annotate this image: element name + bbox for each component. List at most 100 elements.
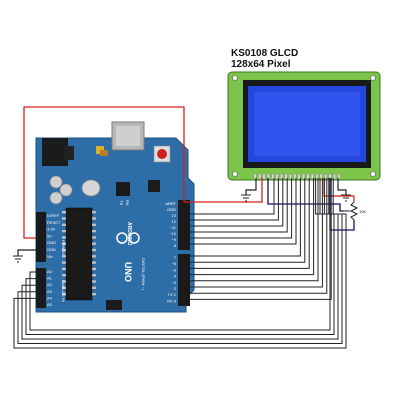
digital-label: DIGITAL (PWM ~) [141,258,146,291]
mount-hole [370,171,376,177]
digital-pin-label: 8 [174,243,177,248]
resistor-part [100,150,108,156]
usb-chip [116,182,130,196]
analog-control-wire [17,178,343,344]
analog-pin-label: A3 [47,289,53,294]
ground-symbol [13,255,23,263]
power-pin-label: 5V [47,233,52,238]
chip-leg [62,229,66,233]
ground-symbol [241,194,251,202]
chip-leg [92,274,96,277]
lcd-pin [315,173,319,180]
chip-leg [62,286,66,289]
chip-leg [62,255,66,258]
ground-symbol [341,194,351,202]
dc-power-jack [42,138,68,166]
arduino-model: UNO [123,262,133,282]
chip-leg [62,236,66,239]
mount-hole [370,75,376,81]
digital-header-top [178,200,190,250]
chip-leg [62,280,66,283]
analog-control-wire [25,178,335,335]
chip-leg [62,217,66,220]
analog-pin-label: A0 [47,269,53,274]
power-header [36,212,46,262]
lcd-pin [253,173,257,180]
analog-pin-label: A4 [47,295,53,300]
analog-control-wire [29,178,331,331]
analog-control-wire [13,178,347,349]
power-pin-label: GND [47,240,56,245]
chip-leg [92,211,96,214]
digital-header-bottom [178,254,190,306]
arduino-brand: ARDUINO [126,222,132,245]
chip-leg [62,274,66,277]
chip-leg [92,280,96,283]
chip-leg [62,242,66,245]
power-pin-label: Vin [47,254,53,259]
chip-leg [92,217,96,220]
digital-pin-label: ~9 [171,237,176,242]
lcd-pin [258,173,261,180]
power-pin-label: RESET [47,220,61,225]
chip-leg [62,261,66,264]
lcd-subtitle: 128x64 Pixel [231,59,291,70]
icsp-header [148,180,160,192]
chip-leg [92,236,96,239]
chip-leg [92,255,96,258]
digital-pin-label: 12 [172,219,177,224]
lcd-pin [289,173,292,180]
digital-pin-label: ~5 [171,267,176,272]
digital-pin-label: ~3 [171,280,176,285]
dc-jack-tab [64,146,74,160]
digital-pin-label: 7 [174,255,177,260]
chip-leg [92,267,96,271]
arduino-uno-board: ARDUINO UNO TX RX IOREFRESET3.3V5VGNDGND… [35,121,195,313]
wire-lcd-gnd-right [337,178,347,195]
chip-leg [62,211,66,214]
digital-pin-label: GND [167,207,176,212]
signal-wire [190,178,332,300]
crystal-oscillator [81,179,101,197]
lcd-pin [319,173,323,180]
lcd-pin [297,173,301,180]
chip-leg [62,267,66,271]
chip-leg [92,261,96,264]
icsp-header-bottom [106,300,122,310]
chip-leg [62,248,66,252]
lcd-pin [275,173,279,180]
digital-pin-label: RX 0 [167,298,177,303]
lcd-pin [284,173,288,180]
chip-leg [92,248,96,252]
signal-wire [190,178,306,263]
analog-control-wire [21,178,339,340]
chip-leg [92,292,96,296]
tx-label: TX [119,200,124,205]
lcd-pin [271,173,275,180]
chip-leg [62,223,66,226]
reset-button-cap[interactable] [157,149,167,159]
signal-wire [190,178,297,245]
analog-pin-label: A5 [47,302,53,307]
lcd-pin [306,173,310,180]
lcd-pin [302,173,305,180]
digital-pin-label: ~6 [171,261,176,266]
arduino-logo [116,232,140,244]
signal-wires [13,178,347,349]
mount-hole [232,171,238,177]
chip-leg [62,292,66,296]
lcd-pin [333,173,336,180]
signal-wire [190,178,328,294]
digital-pin-label: TX 1 [168,292,177,297]
analog-pin-label: A2 [47,282,53,287]
chip-leg [92,223,96,226]
wires: 10K [13,106,366,349]
digital-pin-label: ~11 [170,225,177,230]
wire-5v [23,106,263,239]
signal-wire [190,178,293,239]
usb-inner [116,126,140,146]
